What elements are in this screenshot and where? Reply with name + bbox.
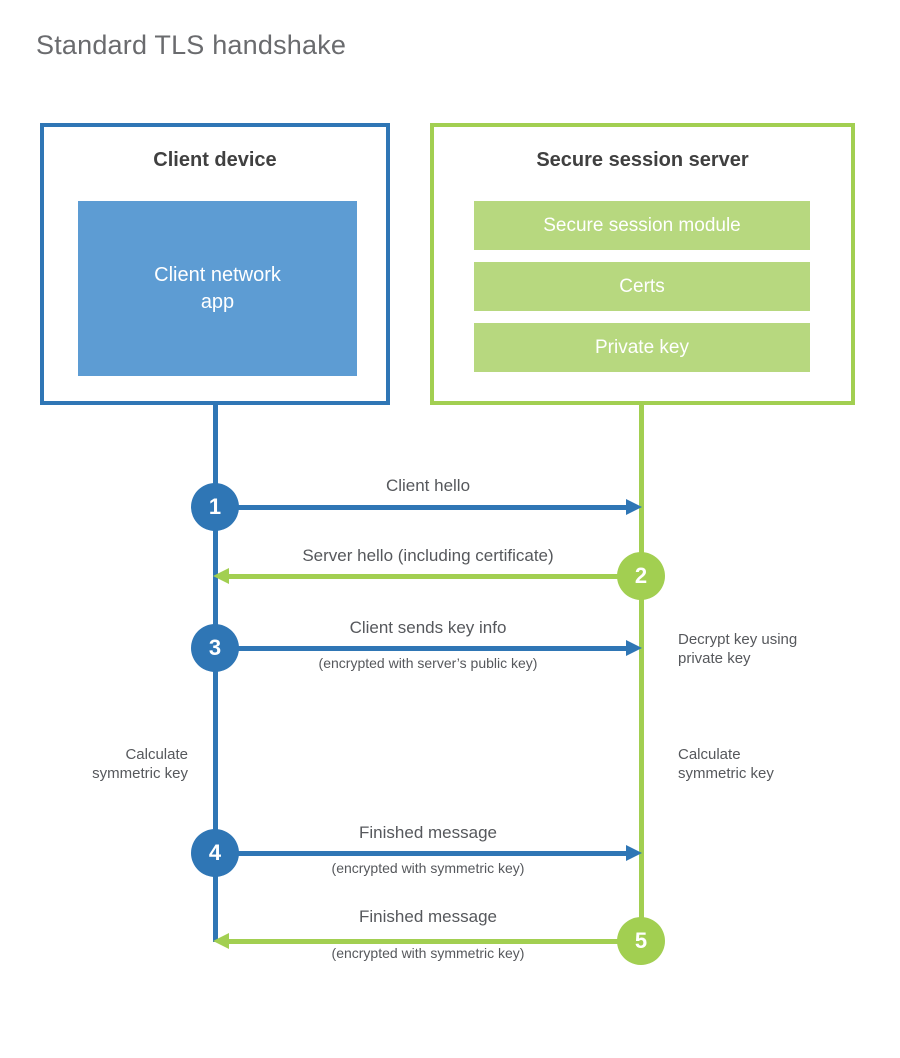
arrow-step3-line [215, 646, 627, 651]
step3-number-badge: 3 [191, 624, 239, 672]
step3-message-label: Client sends key info [349, 618, 507, 637]
client-network-app-box: Client network app [78, 201, 357, 376]
arrow-step3-right-arrowhead-icon [626, 640, 642, 656]
step5-number-badge: 5 [617, 917, 665, 965]
step5-message-sublabel: (encrypted with symmetric key) [331, 945, 525, 961]
step4-message-label: Finished message [359, 823, 497, 842]
page-title: Standard TLS handshake [36, 30, 347, 60]
arrow-step5-left-arrowhead-icon [213, 933, 229, 949]
server-lifeline [639, 405, 644, 942]
step2-message-label: Server hello (including certificate) [302, 546, 554, 565]
step4-message-sublabel: (encrypted with symmetric key) [331, 860, 525, 876]
step3-message-sublabel: (encrypted with server’s public key) [318, 655, 538, 671]
step2-number-badge: 2 [617, 552, 665, 600]
step1-number-badge: 1 [191, 483, 239, 531]
step4-number-badge: 4 [191, 829, 239, 877]
step5-message-label: Finished message [359, 907, 497, 926]
server-module-certs: Certs [474, 262, 810, 311]
secure-session-server-title: Secure session server [536, 149, 749, 171]
arrow-step5-line [229, 939, 641, 944]
client-lifeline [213, 405, 218, 942]
arrow-step4-right-arrowhead-icon [626, 845, 642, 861]
server-module-private-key: Private key [474, 323, 810, 372]
arrow-step2-line [229, 574, 641, 579]
server-module-secure-session-module: Secure session module [474, 201, 810, 250]
arrow-step4-line [215, 851, 627, 856]
calculate-symmetric-key-note-server: Calculate symmetric key [678, 746, 774, 782]
arrow-step2-left-arrowhead-icon [213, 568, 229, 584]
client-device-title: Client device [153, 149, 277, 171]
calculate-symmetric-key-note-client: Calculate symmetric key [92, 746, 188, 782]
decrypt-key-note: Decrypt key using private key [678, 631, 798, 667]
step1-message-label: Client hello [385, 476, 471, 495]
arrow-step1-line [215, 505, 627, 510]
arrow-step1-right-arrowhead-icon [626, 499, 642, 515]
